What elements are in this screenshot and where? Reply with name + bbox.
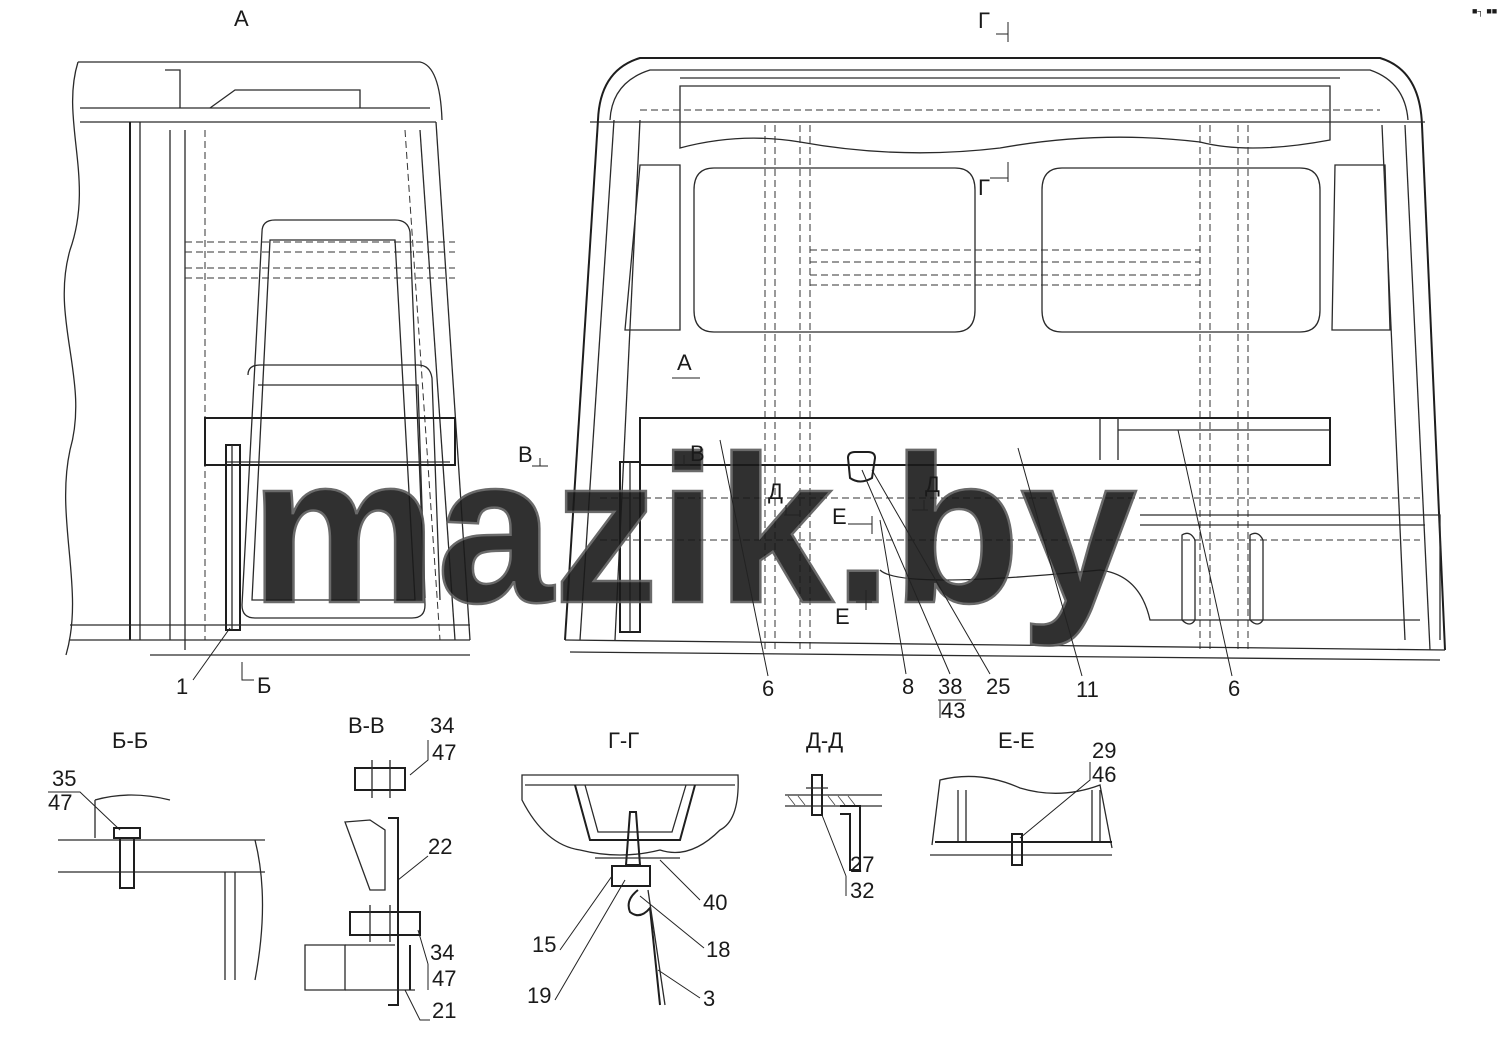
callout-38: 38 xyxy=(938,674,962,699)
section-gg: Г-Г 40 15 18 19 3 xyxy=(521,728,739,1011)
section-mark-v-left: В xyxy=(518,442,533,467)
section-bb-label-35: 35 xyxy=(52,766,76,791)
section-mark-e-top: Е xyxy=(832,504,847,529)
section-mark-d-right: Д xyxy=(925,472,940,497)
view-a-arrow-label: А xyxy=(677,350,692,375)
watermark-text: mazik.by xyxy=(250,412,1137,647)
section-mark-v-right: В xyxy=(690,441,705,466)
main-callouts: 1 6 8 38 43 25 11 6 xyxy=(176,429,1240,723)
side-view-label: А xyxy=(234,6,249,31)
callout-6-right: 6 xyxy=(1228,676,1240,701)
rear-view-section-mark: Г xyxy=(978,8,990,33)
section-ee-title: Е-Е xyxy=(998,728,1035,753)
section-vv-label-47-bottom: 47 xyxy=(432,966,456,991)
section-gg-title: Г-Г xyxy=(608,728,639,753)
section-dd-label-27: 27 xyxy=(850,852,874,877)
section-gg-label-15: 15 xyxy=(532,932,556,957)
side-view-a xyxy=(63,61,471,656)
section-ee: Е-Е 29 46 xyxy=(930,728,1116,866)
section-dd-label-32: 32 xyxy=(850,878,874,903)
section-gg-label-19: 19 xyxy=(527,983,551,1008)
section-bb-title: Б-Б xyxy=(112,728,148,753)
callout-6-left: 6 xyxy=(762,676,774,701)
section-gg-label-18: 18 xyxy=(706,937,730,962)
callout-8: 8 xyxy=(902,674,914,699)
callout-11: 11 xyxy=(1076,677,1099,702)
section-mark-d-left: Д xyxy=(768,479,783,504)
section-vv-title: В-В xyxy=(348,713,385,738)
callout-1: 1 xyxy=(176,674,188,699)
section-gg-label-3: 3 xyxy=(703,986,715,1011)
callout-43: 43 xyxy=(941,698,965,723)
section-ee-label-46: 46 xyxy=(1092,762,1116,787)
section-ee-label-29: 29 xyxy=(1092,738,1116,763)
section-vv-label-47-top: 47 xyxy=(432,740,456,765)
section-dd-title: Д-Д xyxy=(806,728,843,753)
section-bb: Б-Б 35 47 xyxy=(48,728,265,981)
section-mark-b: Б xyxy=(257,673,271,698)
section-vv-label-34-bottom: 34 xyxy=(430,940,454,965)
rear-view xyxy=(564,57,1446,661)
section-vv-label-21: 21 xyxy=(432,998,456,1023)
section-cut-marks: Б В В Г Д Д Е Е xyxy=(241,162,1009,698)
section-vv-label-34-top: 34 xyxy=(430,713,454,738)
section-gg-label-40: 40 xyxy=(703,890,727,915)
section-mark-g: Г xyxy=(978,175,990,200)
section-dd: Д-Д 27 32 xyxy=(785,728,882,903)
section-bb-label-47: 47 xyxy=(48,790,72,815)
section-mark-e-bottom: Е xyxy=(835,604,850,629)
section-vv: В-В 34 47 22 34 47 21 xyxy=(304,713,456,1023)
corner-mark: ■┐ ■■■ xyxy=(1472,6,1497,17)
callout-25: 25 xyxy=(986,674,1010,699)
section-vv-label-22: 22 xyxy=(428,834,452,859)
